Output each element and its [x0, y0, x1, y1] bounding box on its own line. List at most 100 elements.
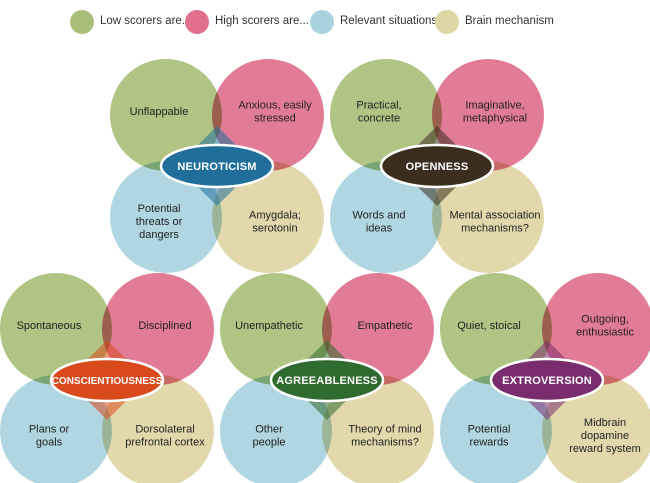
situation-text-line: Potential: [468, 424, 511, 436]
situation-text-line: rewards: [469, 437, 509, 449]
trait-label: EXTROVERSION: [502, 375, 592, 387]
trait-badge: CONSCIENTIOUSNESS: [49, 357, 165, 403]
situation-text-line: Plans or: [29, 424, 70, 436]
high-text-line: Anxious, easily: [238, 100, 312, 112]
low-text-line: Spontaneous: [17, 320, 82, 332]
low-text: Quiet, stoical: [457, 320, 521, 332]
high-circle: [102, 273, 214, 385]
trait-badge: AGREEABLENESS: [269, 357, 385, 403]
situation-text-line: dangers: [139, 229, 179, 241]
trait-badge: NEUROTICISM: [159, 143, 275, 189]
brain-circle: [432, 161, 544, 273]
situation-text-line: Words and: [353, 210, 406, 222]
situation-text-line: threats or: [136, 216, 183, 228]
high-text-line: Disciplined: [138, 320, 191, 332]
high-text: Disciplined: [138, 320, 191, 332]
brain-text-line: Amygdala;: [249, 210, 301, 222]
low-text-line: Unempathetic: [235, 320, 303, 332]
brain-text-line: prefrontal cortex: [125, 437, 205, 449]
brain-text-line: mechanisms?: [461, 223, 529, 235]
high-text: Empathetic: [357, 320, 413, 332]
high-circle: [212, 59, 324, 171]
legend: Low scorers are... High scorers are... Rel…: [70, 10, 554, 34]
situation-circle: [220, 375, 332, 483]
high-text-line: Imaginative,: [465, 100, 524, 112]
low-text-line: concrete: [358, 113, 400, 125]
low-text-line: Practical,: [356, 100, 401, 112]
trait-badge-shape: [489, 357, 605, 403]
situation-text-line: Other: [255, 424, 283, 436]
high-text-line: enthusiastic: [576, 327, 635, 339]
situation-text-line: people: [252, 437, 285, 449]
brain-text-line: mechanisms?: [351, 437, 419, 449]
high-text-line: Outgoing,: [581, 314, 629, 326]
brain-text-line: dopamine: [581, 430, 629, 442]
trait-badge-shape: [379, 143, 495, 189]
legend-item-brain: Brain mechanism: [435, 10, 554, 34]
trait-badge-shape: [159, 143, 275, 189]
legend-item-high: High scorers are...: [185, 10, 309, 34]
legend-label-high: High scorers are...: [215, 15, 309, 27]
legend-item-situation: Relevant situations: [310, 10, 437, 34]
trait-label: OPENNESS: [406, 161, 469, 173]
situation-text-line: ideas: [366, 223, 393, 235]
trait-badge-shape: [269, 357, 385, 403]
high-circle: [322, 273, 434, 385]
brain-text-line: reward system: [569, 443, 641, 455]
legend-swatch-low: [70, 10, 94, 34]
low-circle: [440, 273, 552, 385]
high-text-line: stressed: [254, 113, 296, 125]
high-text-line: metaphysical: [463, 113, 527, 125]
low-circle: [330, 59, 442, 171]
high-text: Outgoing,enthusiastic: [576, 314, 635, 339]
situation-circle: [0, 375, 112, 483]
legend-item-low: Low scorers are...: [70, 10, 191, 34]
legend-swatch-high: [185, 10, 209, 34]
brain-text-line: Midbrain: [584, 417, 626, 429]
legend-swatch-brain: [435, 10, 459, 34]
brain-circle: [542, 375, 650, 483]
situation-text-line: goals: [36, 437, 63, 449]
high-text: Imaginative,metaphysical: [463, 100, 527, 125]
trait-badge: OPENNESS: [379, 143, 495, 189]
low-circle: [220, 273, 332, 385]
situation-text-line: Potential: [138, 203, 181, 215]
low-text: Unempathetic: [235, 320, 303, 332]
legend-label-low: Low scorers are...: [100, 15, 191, 27]
trait-badge: EXTROVERSION: [489, 357, 605, 403]
low-text: Practical,concrete: [356, 100, 401, 125]
legend-swatch-situation: [310, 10, 334, 34]
trait-group-extroversion: Quiet, stoical Outgoing,enthusiasticPoten…: [440, 273, 650, 483]
legend-label-situation: Relevant situations: [340, 15, 437, 27]
brain-circle: [212, 161, 324, 273]
trait-badge-shape: [49, 357, 165, 403]
trait-label: NEUROTICISM: [177, 161, 256, 173]
brain-text-line: Dorsolateral: [135, 424, 194, 436]
trait-group-openness: Practical,concrete Imaginative,metaphysic…: [330, 59, 544, 273]
brain-text-line: serotonin: [252, 223, 297, 235]
low-text: Spontaneous: [17, 320, 82, 332]
high-circle: [542, 273, 650, 385]
low-text-line: Unflappable: [130, 106, 189, 118]
situation-circle: [330, 161, 442, 273]
low-circle: [0, 273, 112, 385]
brain-text-line: Mental association: [449, 210, 540, 222]
brain-text: Amygdala;serotonin: [249, 210, 301, 235]
low-text: Unflappable: [130, 106, 189, 118]
brain-circle: [102, 375, 214, 483]
situation-circle: [110, 161, 222, 273]
situation-circle: [440, 375, 552, 483]
